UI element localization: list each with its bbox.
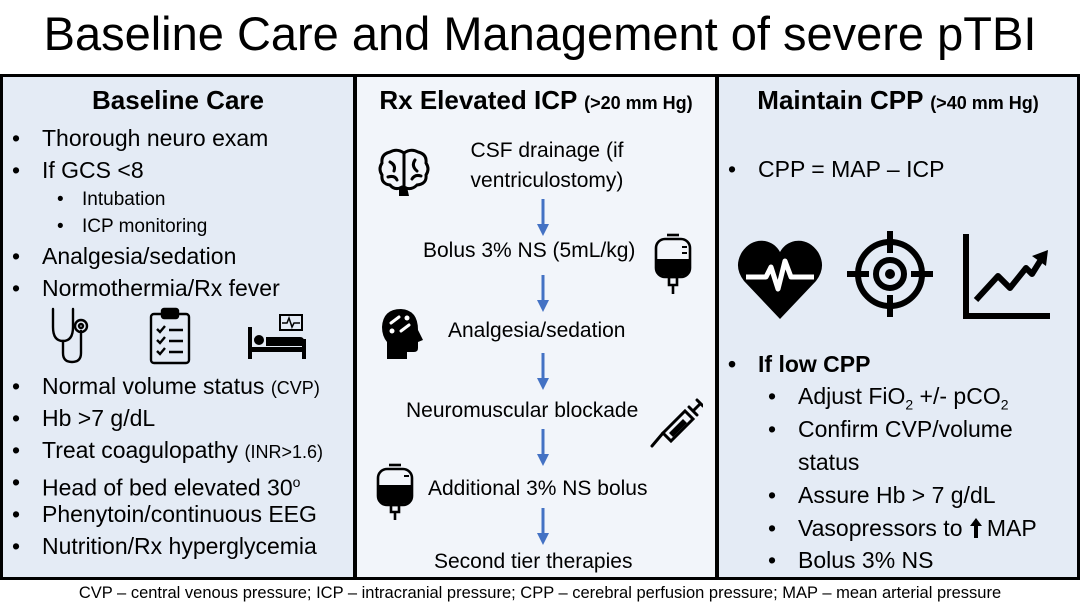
hospital-bed-icon <box>248 314 306 359</box>
step-neuromuscular-blockade: Neuromuscular blockade <box>406 399 639 422</box>
flow-arrow-4 <box>537 429 549 466</box>
baseline-care-heading: Baseline Care <box>92 85 264 115</box>
stethoscope-icon <box>51 307 89 364</box>
bullet-neuro-exam: •Thorough neuro exam <box>12 125 269 151</box>
step-bolus-3ns: Bolus 3% NS (5mL/kg) <box>423 239 636 262</box>
bullet-confirm-cvp: •Confirm CVP/volume <box>768 416 1013 442</box>
bullet-head-of-bed: •Head of bed elevated 30o <box>12 469 301 501</box>
flow-arrow-5 <box>537 508 549 545</box>
flow-arrow-1 <box>537 199 549 236</box>
flow-arrow-3 <box>537 353 549 390</box>
bullet-cpp-formula: •CPP = MAP – ICP <box>728 156 945 182</box>
bullet-normothermia: •Normothermia/Rx fever <box>12 275 280 301</box>
head-pills-icon <box>382 309 423 359</box>
blood-bag-icon <box>376 463 414 520</box>
iv-bag-icon <box>654 233 692 294</box>
rx-elevated-icp-heading: Rx Elevated ICP (>20 mm Hg) <box>379 85 693 115</box>
baseline-care-panel: Baseline Care •Thorough neuro exam •If G… <box>0 74 356 580</box>
bullet-confirm-cvp-cont: status <box>798 449 860 475</box>
step-analgesia-sedation: Analgesia/sedation <box>448 319 626 342</box>
clipboard-checklist-icon <box>149 307 191 365</box>
step-second-tier-therapies: Second tier therapies <box>434 550 633 573</box>
heart-rate-icon <box>737 240 823 319</box>
maintain-cpp-panel: Maintain CPP (>40 mm Hg) •CPP = MAP – IC… <box>716 74 1080 580</box>
rising-chart-icon <box>963 234 1050 319</box>
syringe-icon <box>650 398 703 448</box>
bullet-phenytoin: •Phenytoin/continuous EEG <box>12 501 317 527</box>
up-arrow-icon <box>969 518 982 538</box>
bullet-coagulopathy: •Treat coagulopathy (INR>1.6) <box>12 437 323 463</box>
bullet-assure-hb: •Assure Hb > 7 g/dL <box>768 482 996 508</box>
maintain-cpp-heading: Maintain CPP (>40 mm Hg) <box>757 85 1039 115</box>
bullet-nutrition: •Nutrition/Rx hyperglycemia <box>12 533 317 559</box>
bullet-icp-monitoring: •ICP monitoring <box>57 216 208 237</box>
bullet-adjust-fio2: •Adjust FiO2 +/- pCO2 <box>768 383 1009 413</box>
if-low-cpp-heading: •If low CPP <box>728 351 871 377</box>
page-title: Baseline Care and Management of severe p… <box>43 7 1037 60</box>
bullet-normal-volume: •Normal volume status (CVP) <box>12 373 320 399</box>
target-icon <box>847 231 933 317</box>
bullet-intubation: •Intubation <box>57 189 166 210</box>
abbreviations-footer: CVP – central venous pressure; ICP – int… <box>78 584 1002 602</box>
bullet-gcs: •If GCS <8 <box>12 157 144 183</box>
bullet-bolus-3ns: •Bolus 3% NS <box>768 547 934 573</box>
brain-icon <box>378 148 430 196</box>
step-additional-bolus: Additional 3% NS bolus <box>428 477 648 500</box>
rx-elevated-icp-panel: Rx Elevated ICP (>20 mm Hg) CSF drainage… <box>354 74 718 580</box>
bullet-analgesia: •Analgesia/sedation <box>12 243 237 269</box>
bullet-hb: •Hb >7 g/dL <box>12 405 156 431</box>
flow-arrow-2 <box>537 275 549 312</box>
bullet-vasopressors: •Vasopressors to MAP <box>768 515 1037 541</box>
